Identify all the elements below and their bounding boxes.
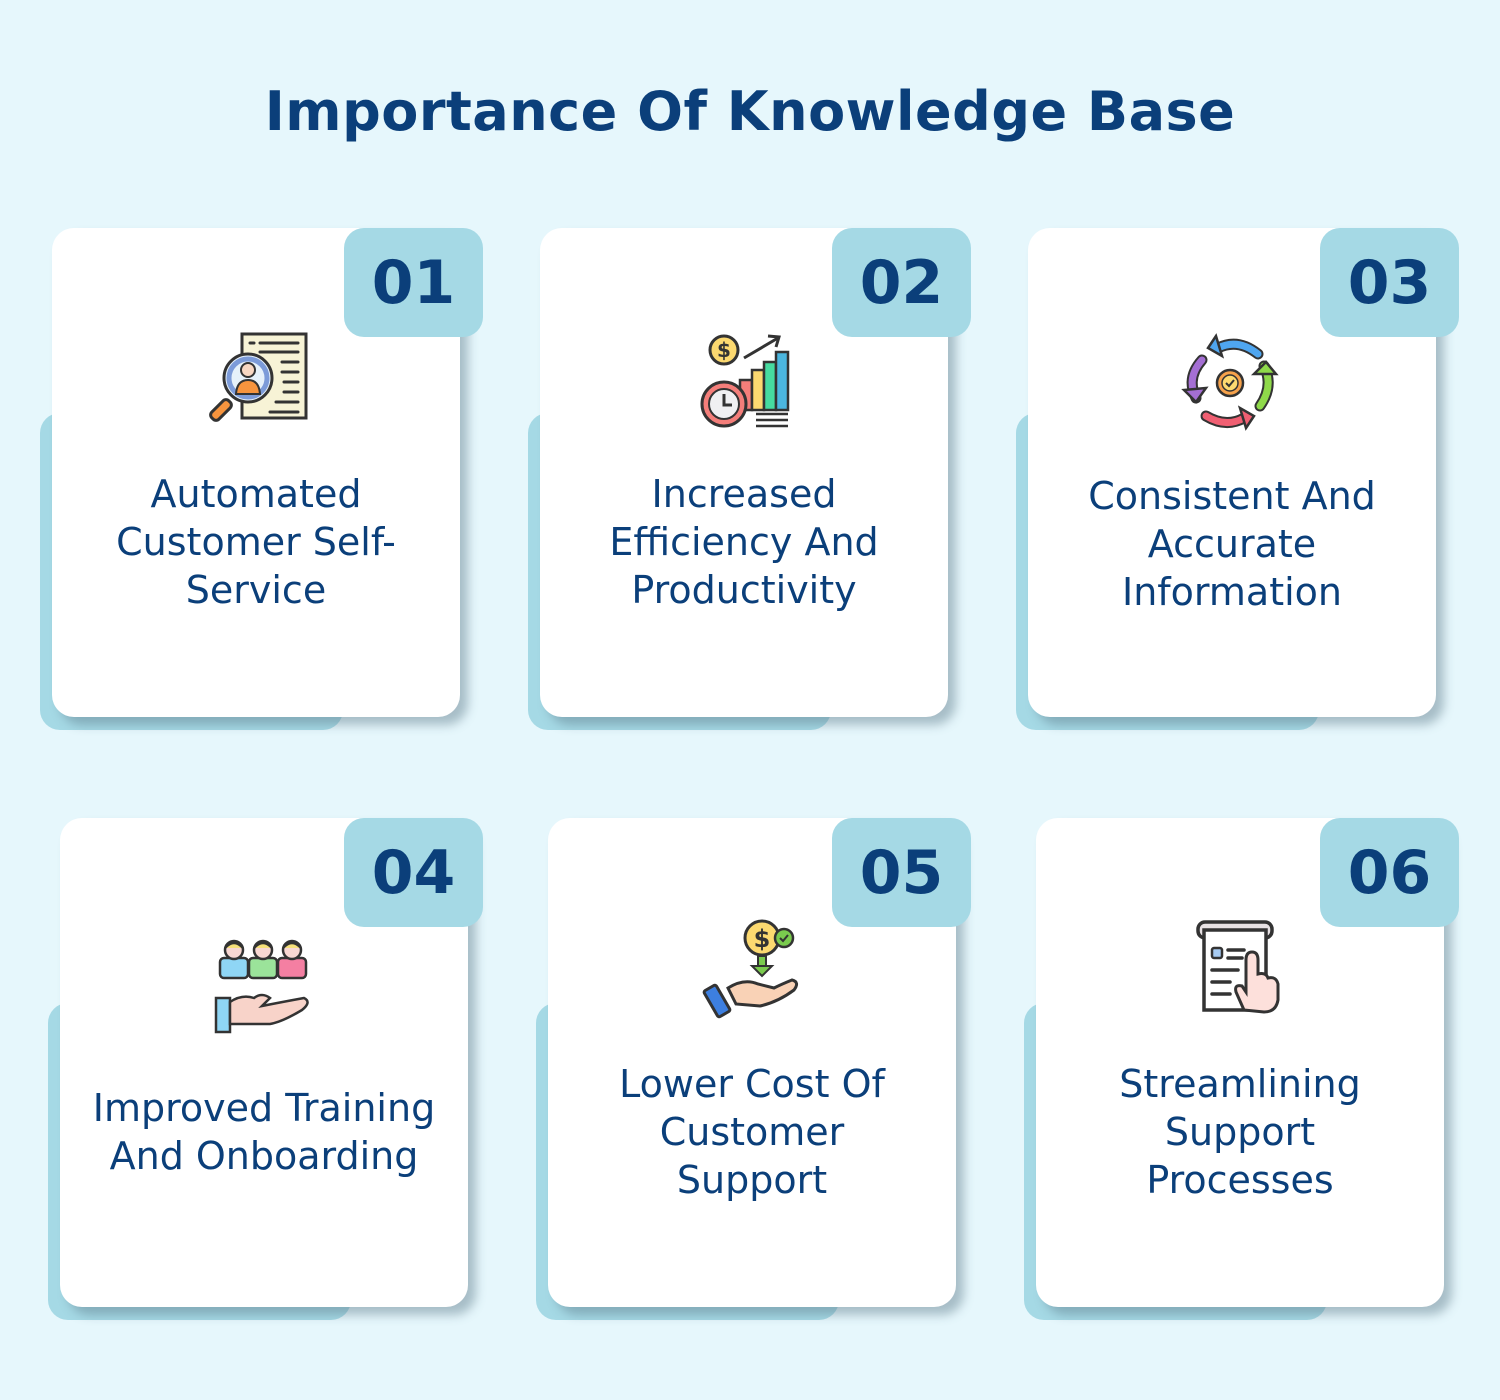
document-pointer-icon	[1186, 916, 1296, 1026]
card-label: Increased Efficiency And Productivity	[609, 472, 879, 612]
card-label: Automated Customer Self- Service	[116, 472, 396, 612]
card-label: Streamlining Support Processes	[1119, 1062, 1361, 1202]
number-badge: 01	[344, 228, 483, 337]
card-consistent-information: Consistent And Accurate Information 03	[1016, 228, 1460, 730]
card-streamlining-processes: Streamlining Support Processes 06	[1024, 818, 1468, 1320]
card-training-onboarding: Improved Training And Onboarding 04	[48, 818, 492, 1320]
card-lower-cost: $ Lower Cost Of Customer Support 05	[536, 818, 980, 1320]
clock-growth-chart-icon: $	[690, 328, 800, 438]
page-title: Importance Of Knowledge Base	[264, 80, 1236, 143]
card-label: Consistent And Accurate Information	[1088, 474, 1376, 614]
card-label: Lower Cost Of Customer Support	[619, 1062, 885, 1202]
card-label: Improved Training And Onboarding	[92, 1086, 436, 1178]
svg-text:$: $	[717, 338, 731, 362]
card-efficiency-productivity: $ Increased Efficiency And Productivity …	[528, 228, 972, 730]
number-badge: 04	[344, 818, 483, 927]
team-hand-icon	[212, 936, 322, 1046]
number-badge: 03	[1320, 228, 1459, 337]
cycle-arrows-check-icon	[1176, 328, 1286, 438]
number-badge: 05	[832, 818, 971, 927]
document-search-person-icon	[204, 328, 314, 438]
number-badge: 02	[832, 228, 971, 337]
number-badge: 06	[1320, 818, 1459, 927]
svg-text:$: $	[754, 925, 771, 953]
card-body: Consistent And Accurate Information	[1028, 228, 1436, 717]
card-automated-self-service: Automated Customer Self- Service 01	[40, 228, 484, 730]
hand-coin-icon: $	[702, 916, 812, 1026]
